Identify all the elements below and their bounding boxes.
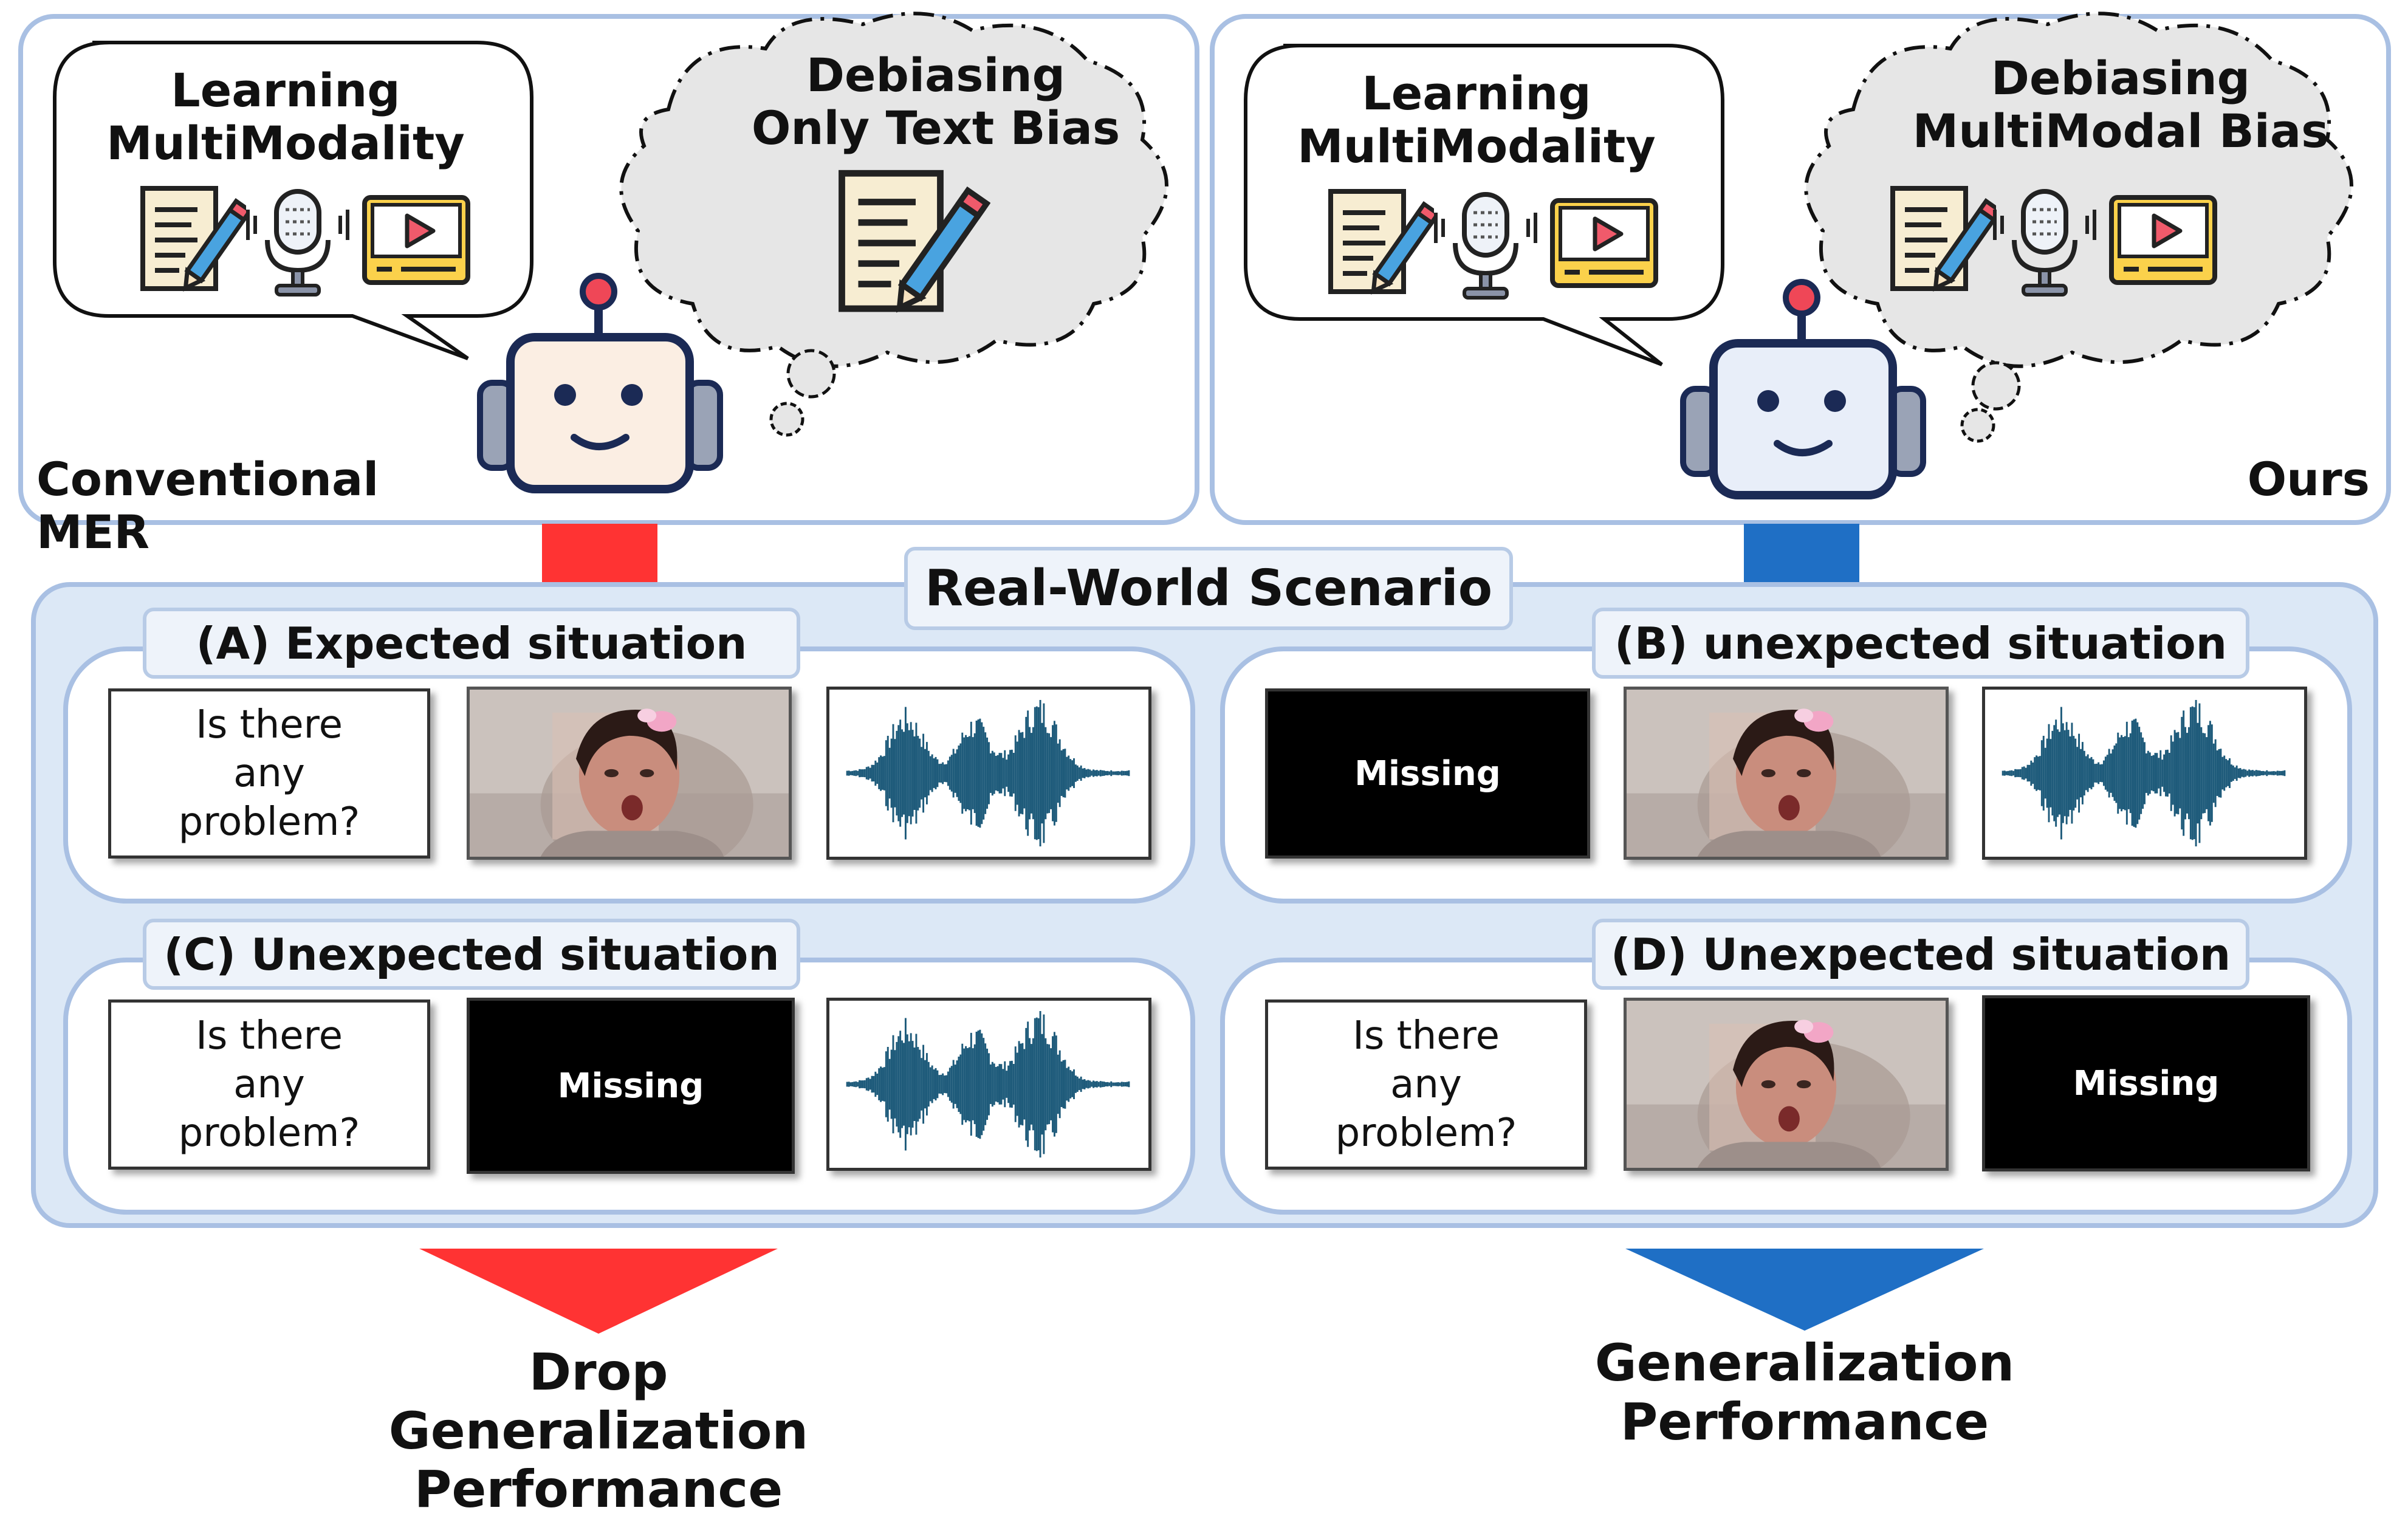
thought-bubble-left-2 [769,402,804,437]
robot-left [477,273,723,493]
face-image [1627,1001,1946,1168]
blue-connector-bar [1744,524,1859,585]
panel-c-text-card: Is there any problem? [108,1000,430,1170]
thought-text-right: Debiasing MultiModal Bias [1912,51,2329,159]
thought-bubble-right-1 [1971,361,2021,411]
panel-a-text-card: Is there any problem? [108,688,430,859]
panel-c-missing-video: Missing [467,998,795,1174]
face-image [470,690,789,857]
panel-b-video-frame [1624,687,1949,860]
conventional-mer-label: Conventional MER [36,452,379,560]
robot-right [1680,279,1926,499]
video-player-icon-cloud [2111,197,2215,283]
panel-b-audio-waveform [1982,687,2307,860]
waveform-graphic [846,700,1130,846]
thought-bubble-left-1 [786,349,836,399]
outcome-left: Drop Generalization Performance [388,1342,809,1519]
panel-c-title: (C) Unexpected situation [143,919,800,990]
panel-d-video-frame [1624,998,1949,1171]
thought-bubble-right-2 [1960,408,1995,443]
speech-text-left: Learning MultiModality [106,63,465,171]
speech-text-right: Learning MultiModality [1297,66,1656,174]
scenario-title: Real-World Scenario [904,547,1513,630]
red-connector-bar [542,524,657,585]
video-player-icon-right [1552,201,1656,286]
outcome-right: Generalization Performance [1594,1333,2015,1452]
panel-b-title: (B) unexpected situation [1592,608,2249,679]
thought-text-left: Debiasing Only Text Bias [751,48,1120,156]
diagram-canvas: Learning MultiModality Debiasing Only Te… [18,12,2391,1518]
panel-d-text-card: Is there any problem? [1265,1000,1587,1170]
blue-down-arrow [1625,1249,1984,1331]
panel-a-video-frame [467,687,792,860]
panel-c-audio-waveform [826,998,1151,1171]
panel-d-missing-audio: Missing [1982,995,2310,1171]
waveform-graphic [2002,700,2286,846]
red-down-arrow [419,1249,778,1334]
panel-a-audio-waveform [826,687,1151,860]
panel-d-title: (D) Unexpected situation [1592,919,2249,990]
panel-a-title: (A) Expected situation [143,608,800,679]
waveform-graphic [846,1011,1130,1157]
face-image [1627,690,1946,857]
ours-label: Ours [2247,452,2370,506]
panel-b-missing-text: Missing [1265,688,1590,859]
video-player-icon [365,197,468,283]
